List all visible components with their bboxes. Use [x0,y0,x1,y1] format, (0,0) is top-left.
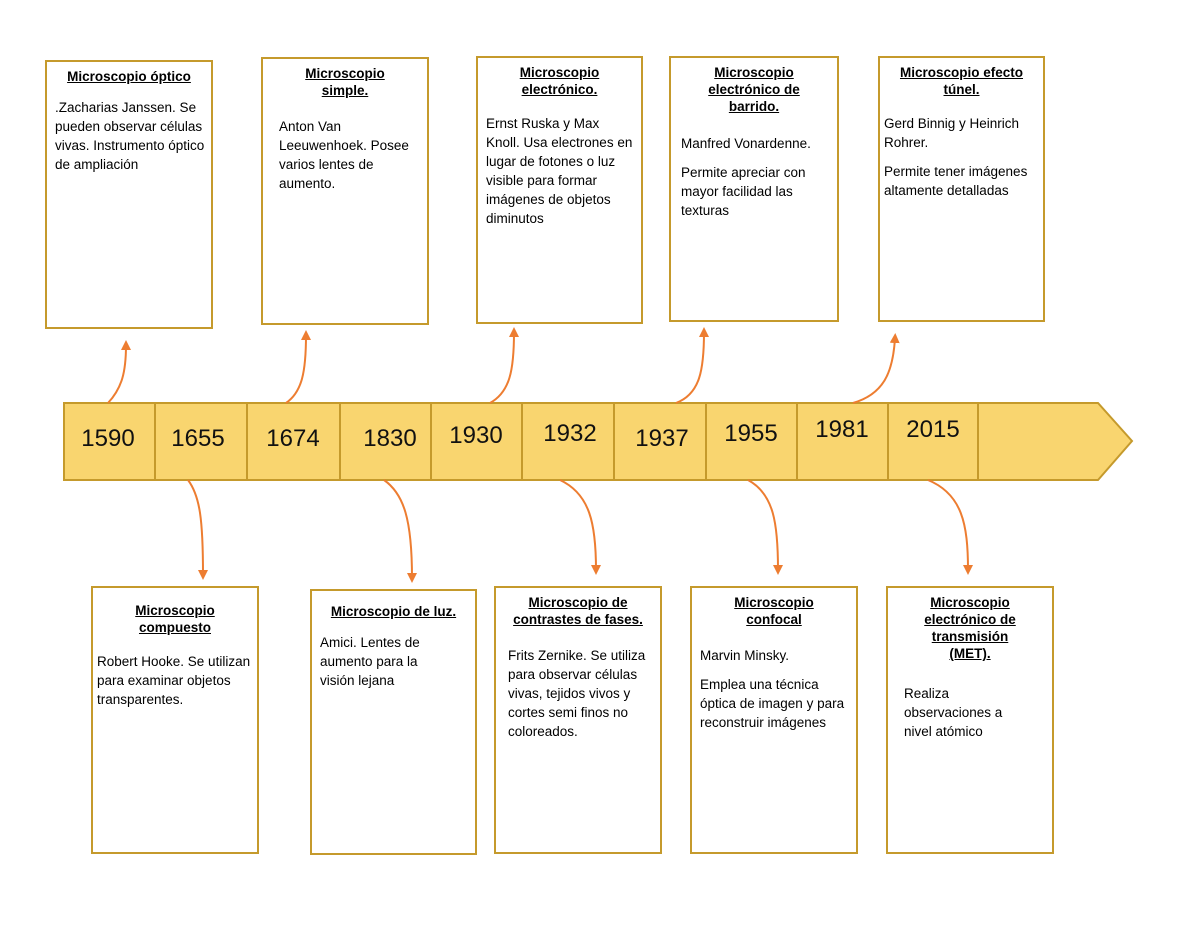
connector-1932 [559,479,601,575]
connector-1655 [187,479,208,580]
card-body: Frits Zernike. Se utiliza para observar … [508,646,654,747]
card-title: Microscopio efecto túnel. [899,65,1024,97]
connectors-top [107,327,900,404]
year-1932: 1932 [543,420,597,447]
card-body: Marvin Minsky. Emplea una técnica óptica… [700,646,850,738]
card-text: .Zacharias Janssen. Se pueden observar c… [55,100,205,172]
card-title: Microscopio simple. [305,66,385,98]
connector-1955 [747,479,783,575]
card-microscopio-optico: Microscopio óptico .Zacharias Janssen. S… [45,60,213,329]
card-body: .Zacharias Janssen. Se pueden observar c… [55,98,205,180]
card-title: Microscopio de luz. [330,604,457,619]
year-1655: 1655 [171,425,225,452]
card-text: Gerd Binnig y Heinrich Rohrer. [884,116,1020,150]
connector-1674 [285,330,311,404]
card-body: Ernst Ruska y Max Knoll. Usa electrones … [486,114,635,234]
card-text: Manfred Vonardenne. [681,136,811,151]
card-text: Marvin Minsky. [700,648,790,663]
connector-1930 [489,327,519,404]
card-microscopio-contrastes: Microscopio de contrastes de fases. Frit… [494,586,662,854]
card-microscopio-simple: Microscopio simple. Anton Van Leeuwenhoe… [261,57,429,325]
card-body: Amici. Lentes de aumento para la visión … [320,633,455,696]
year-1830: 1830 [363,425,417,452]
card-text: Permite tener imágenes altamente detalla… [884,164,1028,198]
connector-1937 [675,327,709,404]
card-title: Microscopio confocal [734,595,814,627]
year-2015: 2015 [906,416,960,443]
card-body: Realiza observaciones a nivel atómico [904,684,1012,747]
year-1981: 1981 [815,416,869,443]
card-body: Gerd Binnig y Heinrich Rohrer. Permite t… [884,114,1037,206]
card-title: Microscopio óptico [67,69,191,84]
connector-1830 [383,479,417,583]
card-body: Anton Van Leeuwenhoek. Posee varios lent… [279,117,421,199]
year-1930: 1930 [449,422,503,449]
card-title: Microscopio compuesto [135,603,215,635]
timeline-dividers [154,403,979,480]
card-text: Realiza observaciones a nivel atómico [904,686,1003,739]
card-title: Microscopio electrónico de barrido. [708,65,800,114]
year-1955: 1955 [724,420,778,447]
year-1674: 1674 [266,425,320,452]
year-1937: 1937 [635,425,689,452]
card-microscopio-confocal: Microscopio confocal Marvin Minsky. Empl… [690,586,858,854]
card-microscopio-compuesto: Microscopio compuesto Robert Hooke. Se u… [91,586,259,854]
card-title: Microscopio de contrastes de fases. [513,595,643,627]
connectors-bottom [187,479,973,583]
connector-2015 [927,479,973,575]
card-microscopio-electronico: Microscopio electrónico. Ernst Ruska y M… [476,56,643,324]
timeline-bar [63,402,1134,481]
card-text: Frits Zernike. Se utiliza para observar … [508,648,646,739]
card-body: Robert Hooke. Se utilizan para examinar … [97,652,251,715]
card-text: Emplea una técnica óptica de imagen y pa… [700,677,845,730]
year-1590: 1590 [81,425,135,452]
card-text: Permite apreciar con mayor facilidad las… [681,165,806,218]
card-title: Microscopio electrónico de transmisión (… [924,595,1016,661]
connector-1981 [852,333,900,404]
card-microscopio-tunel: Microscopio efecto túnel. Gerd Binnig y … [878,56,1045,322]
card-microscopio-transmision: Microscopio electrónico de transmisión (… [886,586,1054,854]
card-microscopio-luz: Microscopio de luz. Amici. Lentes de aum… [310,589,477,855]
card-title: Microscopio electrónico. [519,65,600,97]
card-text: Robert Hooke. Se utilizan para examinar … [97,654,251,707]
card-microscopio-barrido: Microscopio electrónico de barrido. Manf… [669,56,839,322]
card-text: Ernst Ruska y Max Knoll. Usa electrones … [486,116,633,226]
card-text: Anton Van Leeuwenhoek. Posee varios lent… [279,119,409,191]
card-text: Amici. Lentes de aumento para la visión … [320,635,420,688]
card-body: Manfred Vonardenne. Permite apreciar con… [681,134,831,226]
connector-1590 [107,340,131,404]
timeline-arrow-shape [63,402,1134,481]
